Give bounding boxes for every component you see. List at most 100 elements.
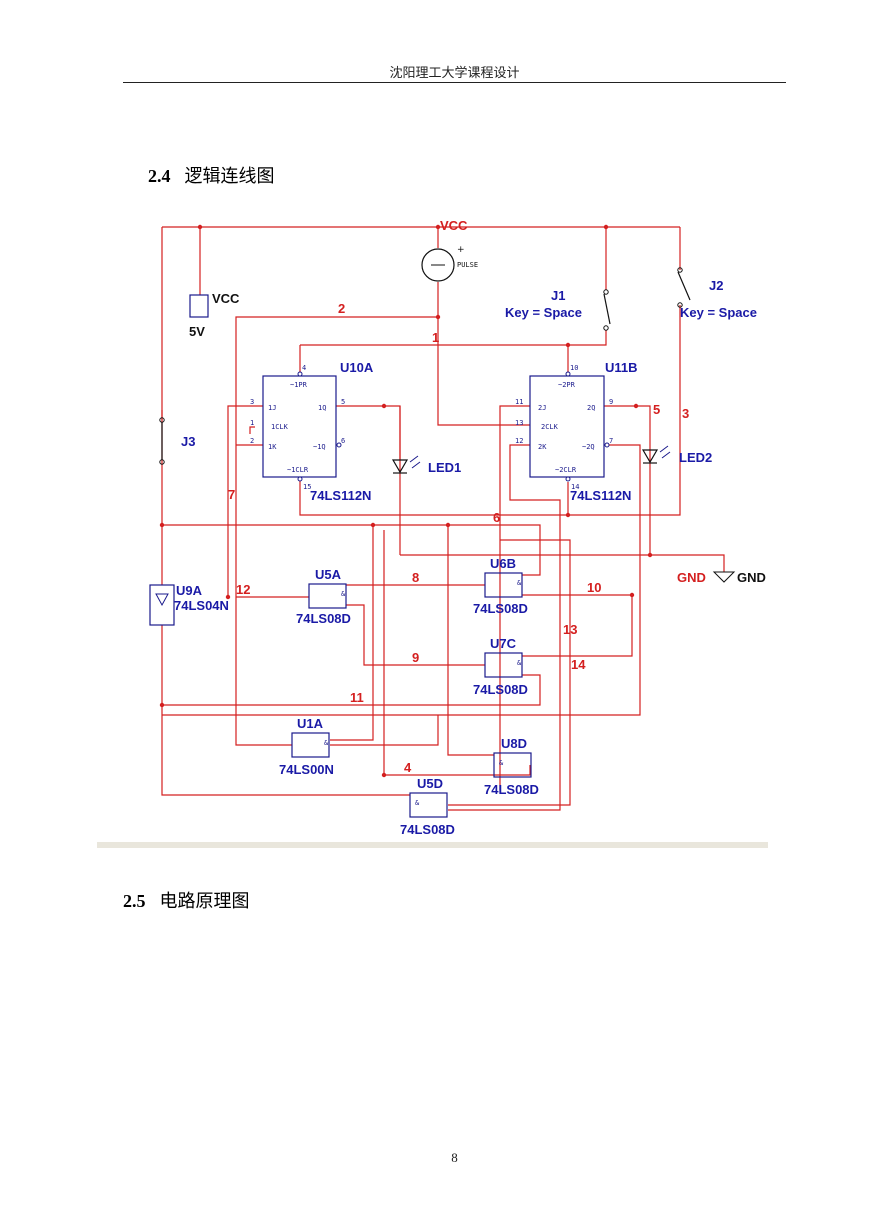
svg-text:74LS08D: 74LS08D bbox=[473, 601, 528, 616]
svg-text:13: 13 bbox=[563, 622, 577, 637]
svg-text:U5A: U5A bbox=[315, 567, 342, 582]
svg-text:&: & bbox=[499, 759, 504, 767]
svg-text:3: 3 bbox=[682, 406, 689, 421]
gate-u8d: & U8D 74LS08D bbox=[484, 736, 539, 797]
svg-text:GND: GND bbox=[737, 570, 766, 585]
svg-text:Key = Space: Key = Space bbox=[505, 305, 582, 320]
svg-text:U10A: U10A bbox=[340, 360, 374, 375]
svg-text:12: 12 bbox=[515, 437, 523, 445]
svg-text:PULSE: PULSE bbox=[457, 261, 478, 269]
svg-text:2J: 2J bbox=[538, 404, 546, 412]
svg-text:J2: J2 bbox=[709, 278, 723, 293]
svg-text:9: 9 bbox=[609, 398, 613, 406]
svg-text:&: & bbox=[415, 799, 420, 807]
svg-text:13: 13 bbox=[515, 419, 523, 427]
svg-text:5V: 5V bbox=[189, 324, 205, 339]
svg-text:74LS08D: 74LS08D bbox=[473, 682, 528, 697]
switch-j2: J2 Key = Space bbox=[677, 267, 757, 320]
svg-text:2K: 2K bbox=[538, 443, 547, 451]
svg-text:U7C: U7C bbox=[490, 636, 517, 651]
led2: LED2 bbox=[641, 445, 712, 465]
svg-text:1: 1 bbox=[432, 330, 439, 345]
svg-text:6: 6 bbox=[493, 510, 500, 525]
svg-text:8: 8 bbox=[412, 570, 419, 585]
gate-u5d: & U5D 74LS08D bbox=[400, 776, 455, 837]
svg-text:74LS112N: 74LS112N bbox=[570, 488, 631, 503]
svg-text:&: & bbox=[517, 579, 522, 587]
svg-text:~1CLR: ~1CLR bbox=[287, 466, 309, 474]
svg-text:J3: J3 bbox=[181, 434, 195, 449]
svg-text:10: 10 bbox=[570, 364, 578, 372]
svg-text:9: 9 bbox=[412, 650, 419, 665]
svg-text:VCC: VCC bbox=[212, 291, 240, 306]
svg-text:~2Q: ~2Q bbox=[582, 443, 595, 451]
switch-j3: J3 bbox=[159, 417, 195, 465]
flipflop-u11b: U11B 74LS112N ~2PR 2J 2CLK 2K 2Q ~2Q ~2C… bbox=[515, 360, 638, 503]
section-title: 逻辑连线图 bbox=[184, 166, 275, 187]
svg-text:~2PR: ~2PR bbox=[558, 381, 576, 389]
svg-text:U9A: U9A bbox=[176, 583, 203, 598]
svg-text:74LS08D: 74LS08D bbox=[296, 611, 351, 626]
net-labels: 2 1 3 5 7 6 8 10 12 13 9 14 11 4 bbox=[228, 301, 689, 775]
svg-text:&: & bbox=[517, 659, 522, 667]
svg-text:7: 7 bbox=[228, 487, 235, 502]
inverter-u9a: U9A 74LS04N bbox=[149, 583, 229, 626]
svg-text:U6B: U6B bbox=[490, 556, 516, 571]
wires bbox=[161, 226, 725, 811]
svg-text:6: 6 bbox=[341, 437, 345, 445]
svg-text:14: 14 bbox=[571, 483, 579, 491]
svg-text:2: 2 bbox=[338, 301, 345, 316]
svg-text:U11B: U11B bbox=[605, 360, 638, 375]
pulse-source: + PULSE bbox=[421, 245, 478, 282]
svg-text:14: 14 bbox=[571, 657, 586, 672]
header-rule bbox=[123, 82, 786, 83]
svg-text:LED2: LED2 bbox=[679, 450, 712, 465]
section-number: 2.4 bbox=[148, 166, 171, 186]
svg-text:3: 3 bbox=[250, 398, 254, 406]
gnd-symbol: GND GND bbox=[677, 570, 766, 585]
svg-text:&: & bbox=[341, 590, 346, 598]
gate-u5a: & U5A 74LS08D bbox=[296, 567, 351, 626]
svg-text:74LS00N: 74LS00N bbox=[279, 762, 334, 777]
page-number: 8 bbox=[451, 1150, 458, 1165]
svg-text:J1: J1 bbox=[551, 288, 565, 303]
page-header: 沈阳理工大学课程设计 bbox=[389, 66, 520, 81]
section-title: 电路原理图 bbox=[159, 891, 250, 912]
gate-u1a: & U1A 74LS00N bbox=[279, 716, 334, 777]
svg-text:10: 10 bbox=[587, 580, 601, 595]
led1: LED1 bbox=[391, 455, 461, 475]
svg-text:7: 7 bbox=[609, 437, 613, 445]
svg-text:~1Q: ~1Q bbox=[313, 443, 326, 451]
svg-text:1CLK: 1CLK bbox=[271, 423, 289, 431]
svg-text:74LS08D: 74LS08D bbox=[400, 822, 455, 837]
svg-text:1Q: 1Q bbox=[318, 404, 326, 412]
logic-wiring-diagram: VCC 5V VCC + PULSE J1 Key = Space J2 Key… bbox=[97, 205, 768, 849]
svg-text:74LS04N: 74LS04N bbox=[174, 598, 229, 613]
section-heading-2-4: 2.4 逻辑连线图 bbox=[148, 162, 275, 188]
figure-bottom-band bbox=[97, 842, 768, 848]
gate-u6b: & U6B 74LS08D bbox=[473, 556, 528, 616]
svg-text:2CLK: 2CLK bbox=[541, 423, 559, 431]
section-heading-2-5: 2.5 电路原理图 bbox=[123, 887, 250, 913]
vcc-net-label: VCC bbox=[440, 218, 468, 233]
svg-text:4: 4 bbox=[404, 760, 412, 775]
svg-text:&: & bbox=[324, 739, 329, 747]
switch-j1: J1 Key = Space bbox=[505, 288, 611, 331]
svg-text:4: 4 bbox=[302, 364, 306, 372]
svg-text:GND: GND bbox=[677, 570, 706, 585]
svg-text:U8D: U8D bbox=[501, 736, 527, 751]
section-number: 2.5 bbox=[123, 891, 146, 911]
svg-text:U5D: U5D bbox=[417, 776, 443, 791]
junction-dots bbox=[159, 224, 653, 778]
svg-text:+: + bbox=[457, 245, 465, 255]
flipflop-u10a: U10A 74LS112N ~1PR 1J 1CLK 1K 1Q ~1Q ~1C… bbox=[250, 360, 374, 503]
svg-text:11: 11 bbox=[515, 398, 523, 406]
svg-text:U1A: U1A bbox=[297, 716, 324, 731]
svg-text:74LS112N: 74LS112N bbox=[310, 488, 371, 503]
svg-text:74LS08D: 74LS08D bbox=[484, 782, 539, 797]
svg-text:~1PR: ~1PR bbox=[290, 381, 308, 389]
svg-text:5: 5 bbox=[653, 402, 660, 417]
vcc-source: VCC 5V bbox=[189, 291, 240, 339]
svg-text:1J: 1J bbox=[268, 404, 276, 412]
svg-text:LED1: LED1 bbox=[428, 460, 461, 475]
